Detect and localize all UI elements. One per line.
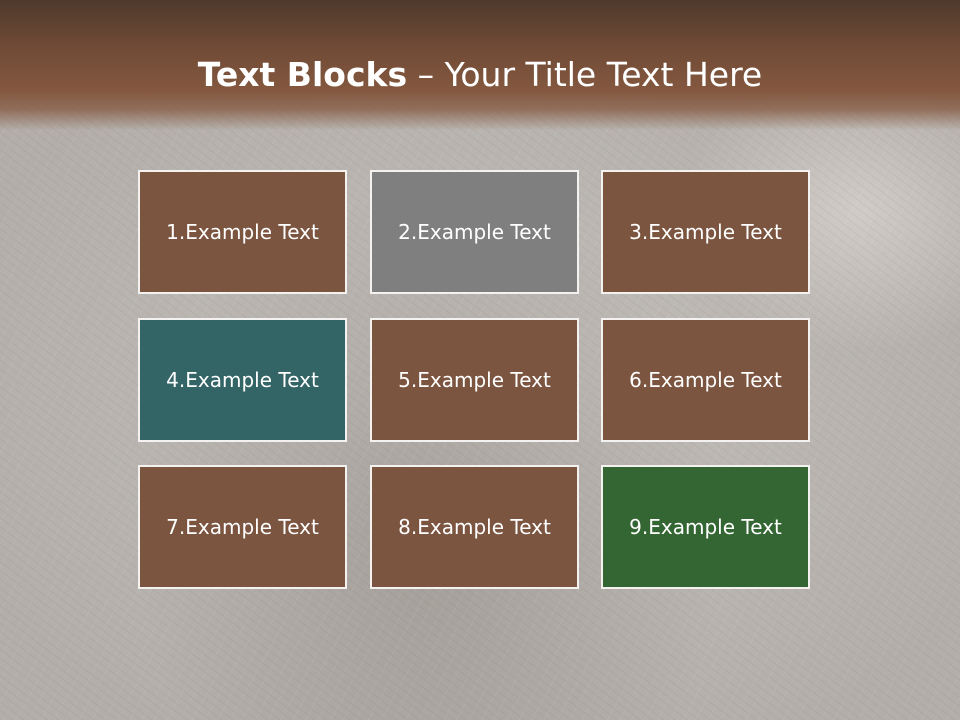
title-bold-text: Text Blocks: [197, 55, 408, 94]
text-block-1[interactable]: 1.Example Text: [138, 170, 347, 294]
title-separator: –: [407, 55, 445, 94]
text-block-5[interactable]: 5.Example Text: [370, 318, 579, 442]
text-block-8[interactable]: 8.Example Text: [370, 465, 579, 589]
title-rest-text: Your Title Text Here: [444, 55, 763, 94]
text-block-2[interactable]: 2.Example Text: [370, 170, 579, 294]
text-block-4[interactable]: 4.Example Text: [138, 318, 347, 442]
text-block-7[interactable]: 7.Example Text: [138, 465, 347, 589]
text-block-9[interactable]: 9.Example Text: [601, 465, 810, 589]
text-block-3[interactable]: 3.Example Text: [601, 170, 810, 294]
header-band: [0, 0, 960, 130]
text-block-6[interactable]: 6.Example Text: [601, 318, 810, 442]
slide-title: Text Blocks – Your Title Text Here: [0, 50, 960, 100]
